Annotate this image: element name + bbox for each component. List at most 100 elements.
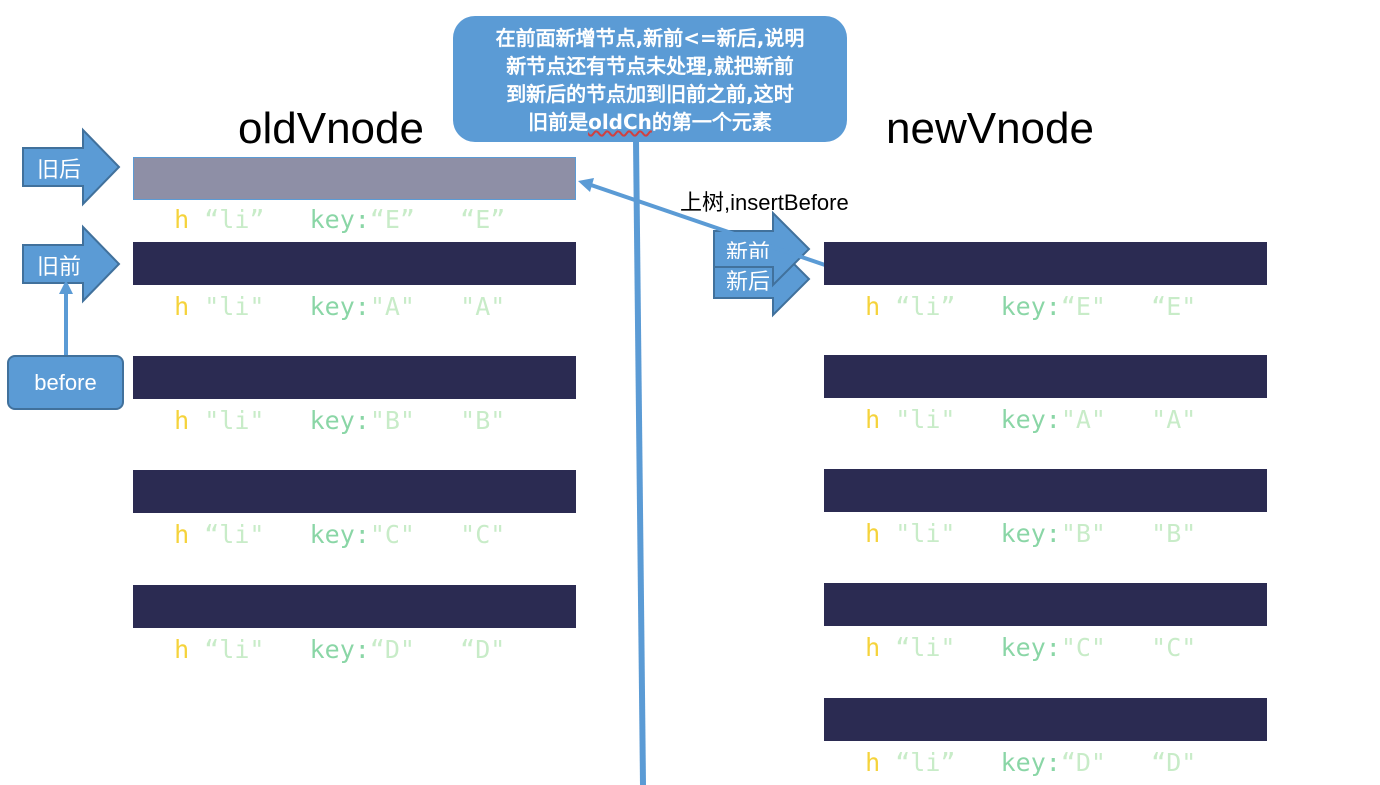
code-key-label: key: xyxy=(309,292,370,321)
code-key-label: key: xyxy=(1000,748,1061,777)
code-key-label: key: xyxy=(1000,292,1061,321)
code-text: "B" xyxy=(460,406,506,435)
code-key-label: key: xyxy=(1000,633,1061,662)
code-key-label: key: xyxy=(309,635,370,664)
code-punct: }, xyxy=(414,406,461,435)
code-punct: , { xyxy=(955,633,1001,662)
code-punct: ( xyxy=(189,406,205,435)
new-start-pointer-arrow xyxy=(713,210,811,288)
code-fn: h xyxy=(865,519,881,548)
code-tag: “li" xyxy=(895,633,956,662)
old-vnode-title: oldVnode xyxy=(238,104,424,153)
code-punct: , { xyxy=(955,405,1001,434)
code-tag: “li" xyxy=(204,520,265,549)
code-punct: }, xyxy=(414,205,461,234)
new-vnode-title: newVnode xyxy=(886,104,1094,153)
code-text: “D" xyxy=(1151,748,1197,777)
code-fn: h xyxy=(174,205,190,234)
code-punct: }, xyxy=(414,635,461,664)
code-key: “D" xyxy=(369,635,415,664)
code-tag: "li" xyxy=(895,405,956,434)
code-fn: h xyxy=(174,635,190,664)
code-punct: ( xyxy=(189,292,205,321)
code-punct: ,) xyxy=(505,292,536,321)
code-punct: }, xyxy=(1105,292,1152,321)
code-fn: h xyxy=(174,292,190,321)
code-key: "A" xyxy=(369,292,415,321)
code-text: “D" xyxy=(460,635,506,664)
code-text: “E” xyxy=(460,205,506,234)
new-end-label: 新后 xyxy=(726,270,771,295)
insert-before-head xyxy=(578,178,594,192)
explanation-callout: 在前面新增节点,新前<=新后,说明 新节点还有节点未处理,就把新前 到新后的节点… xyxy=(453,16,847,142)
before-marker: before xyxy=(7,355,124,410)
code-punct: ( xyxy=(880,633,896,662)
code-key: “E” xyxy=(369,205,415,234)
code-punct: , { xyxy=(264,292,310,321)
old-node-b: h("li", {key:"B"}, "B",) xyxy=(133,356,576,435)
code-text: "A" xyxy=(1151,405,1197,434)
code-punct: ( xyxy=(880,519,896,548)
code-tag: "li" xyxy=(204,292,265,321)
code-fn: h xyxy=(174,520,190,549)
code-punct: ,) xyxy=(1196,633,1227,662)
code-punct: ( xyxy=(189,635,205,664)
callout-text: 旧前是 xyxy=(528,110,589,134)
code-punct: ,) xyxy=(1196,405,1227,434)
code-punct: , { xyxy=(264,635,310,664)
code-punct: }, xyxy=(414,520,461,549)
new-node-d: h(“li”, {key:“D"}, “D",) xyxy=(824,698,1267,777)
callout-line: 旧前是oldCh的第一个元素 xyxy=(463,108,837,136)
code-key-label: key: xyxy=(1000,405,1061,434)
code-punct: }, xyxy=(1105,519,1152,548)
code-fn: h xyxy=(865,748,881,777)
code-key: "A" xyxy=(1060,405,1106,434)
code-punct: }, xyxy=(414,292,461,321)
code-fn: h xyxy=(865,633,881,662)
code-fn: h xyxy=(174,406,190,435)
callout-text: 的第一个元素 xyxy=(651,110,772,134)
code-punct: , { xyxy=(264,520,310,549)
code-punct: ,) xyxy=(505,520,536,549)
code-key: “D" xyxy=(1060,748,1106,777)
code-fn: h xyxy=(865,292,881,321)
code-punct: , { xyxy=(955,748,1001,777)
new-start-label: 新前 xyxy=(726,241,771,259)
code-tag: "li" xyxy=(895,519,956,548)
code-key: "C" xyxy=(1060,633,1106,662)
code-punct: , { xyxy=(955,292,1001,321)
code-key-label: key: xyxy=(309,520,370,549)
old-end-label: 旧后 xyxy=(37,158,82,183)
code-key-label: key: xyxy=(1000,519,1061,548)
code-punct: ,) xyxy=(1196,748,1227,777)
code-key: “E" xyxy=(1060,292,1106,321)
insert-before-annotation: 上树,insertBefore xyxy=(680,190,849,215)
code-key-label: key: xyxy=(309,205,370,234)
code-punct: ( xyxy=(189,520,205,549)
code-tag: “li” xyxy=(204,205,265,234)
old-node-e: h(“li”, {key:“E”}, “E”,) xyxy=(133,157,576,234)
code-key: "B" xyxy=(369,406,415,435)
new-node-a: h("li", {key:"A"}, "A",) xyxy=(824,355,1267,434)
code-text: "C" xyxy=(460,520,506,549)
code-punct: ( xyxy=(880,292,896,321)
code-punct: }, xyxy=(1105,748,1152,777)
code-punct: ( xyxy=(189,205,205,234)
code-punct: ,) xyxy=(1196,519,1227,548)
code-text: "C" xyxy=(1151,633,1197,662)
code-punct: , { xyxy=(264,406,310,435)
callout-line: 到新后的节点加到旧前之前,这时 xyxy=(506,82,794,106)
code-punct: ( xyxy=(880,748,896,777)
code-punct: , { xyxy=(955,519,1001,548)
insert-before-line xyxy=(590,183,826,267)
code-punct: }, xyxy=(1105,633,1152,662)
callout-code-term: oldCh xyxy=(588,110,652,134)
code-key: "B" xyxy=(1060,519,1106,548)
code-tag: “li” xyxy=(895,292,956,321)
code-tag: “li” xyxy=(895,748,956,777)
new-node-e: h(“li”, {key:“E"}, “E",) xyxy=(824,242,1267,321)
code-key: "C" xyxy=(369,520,415,549)
code-punct: ( xyxy=(880,405,896,434)
code-text: "B" xyxy=(1151,519,1197,548)
